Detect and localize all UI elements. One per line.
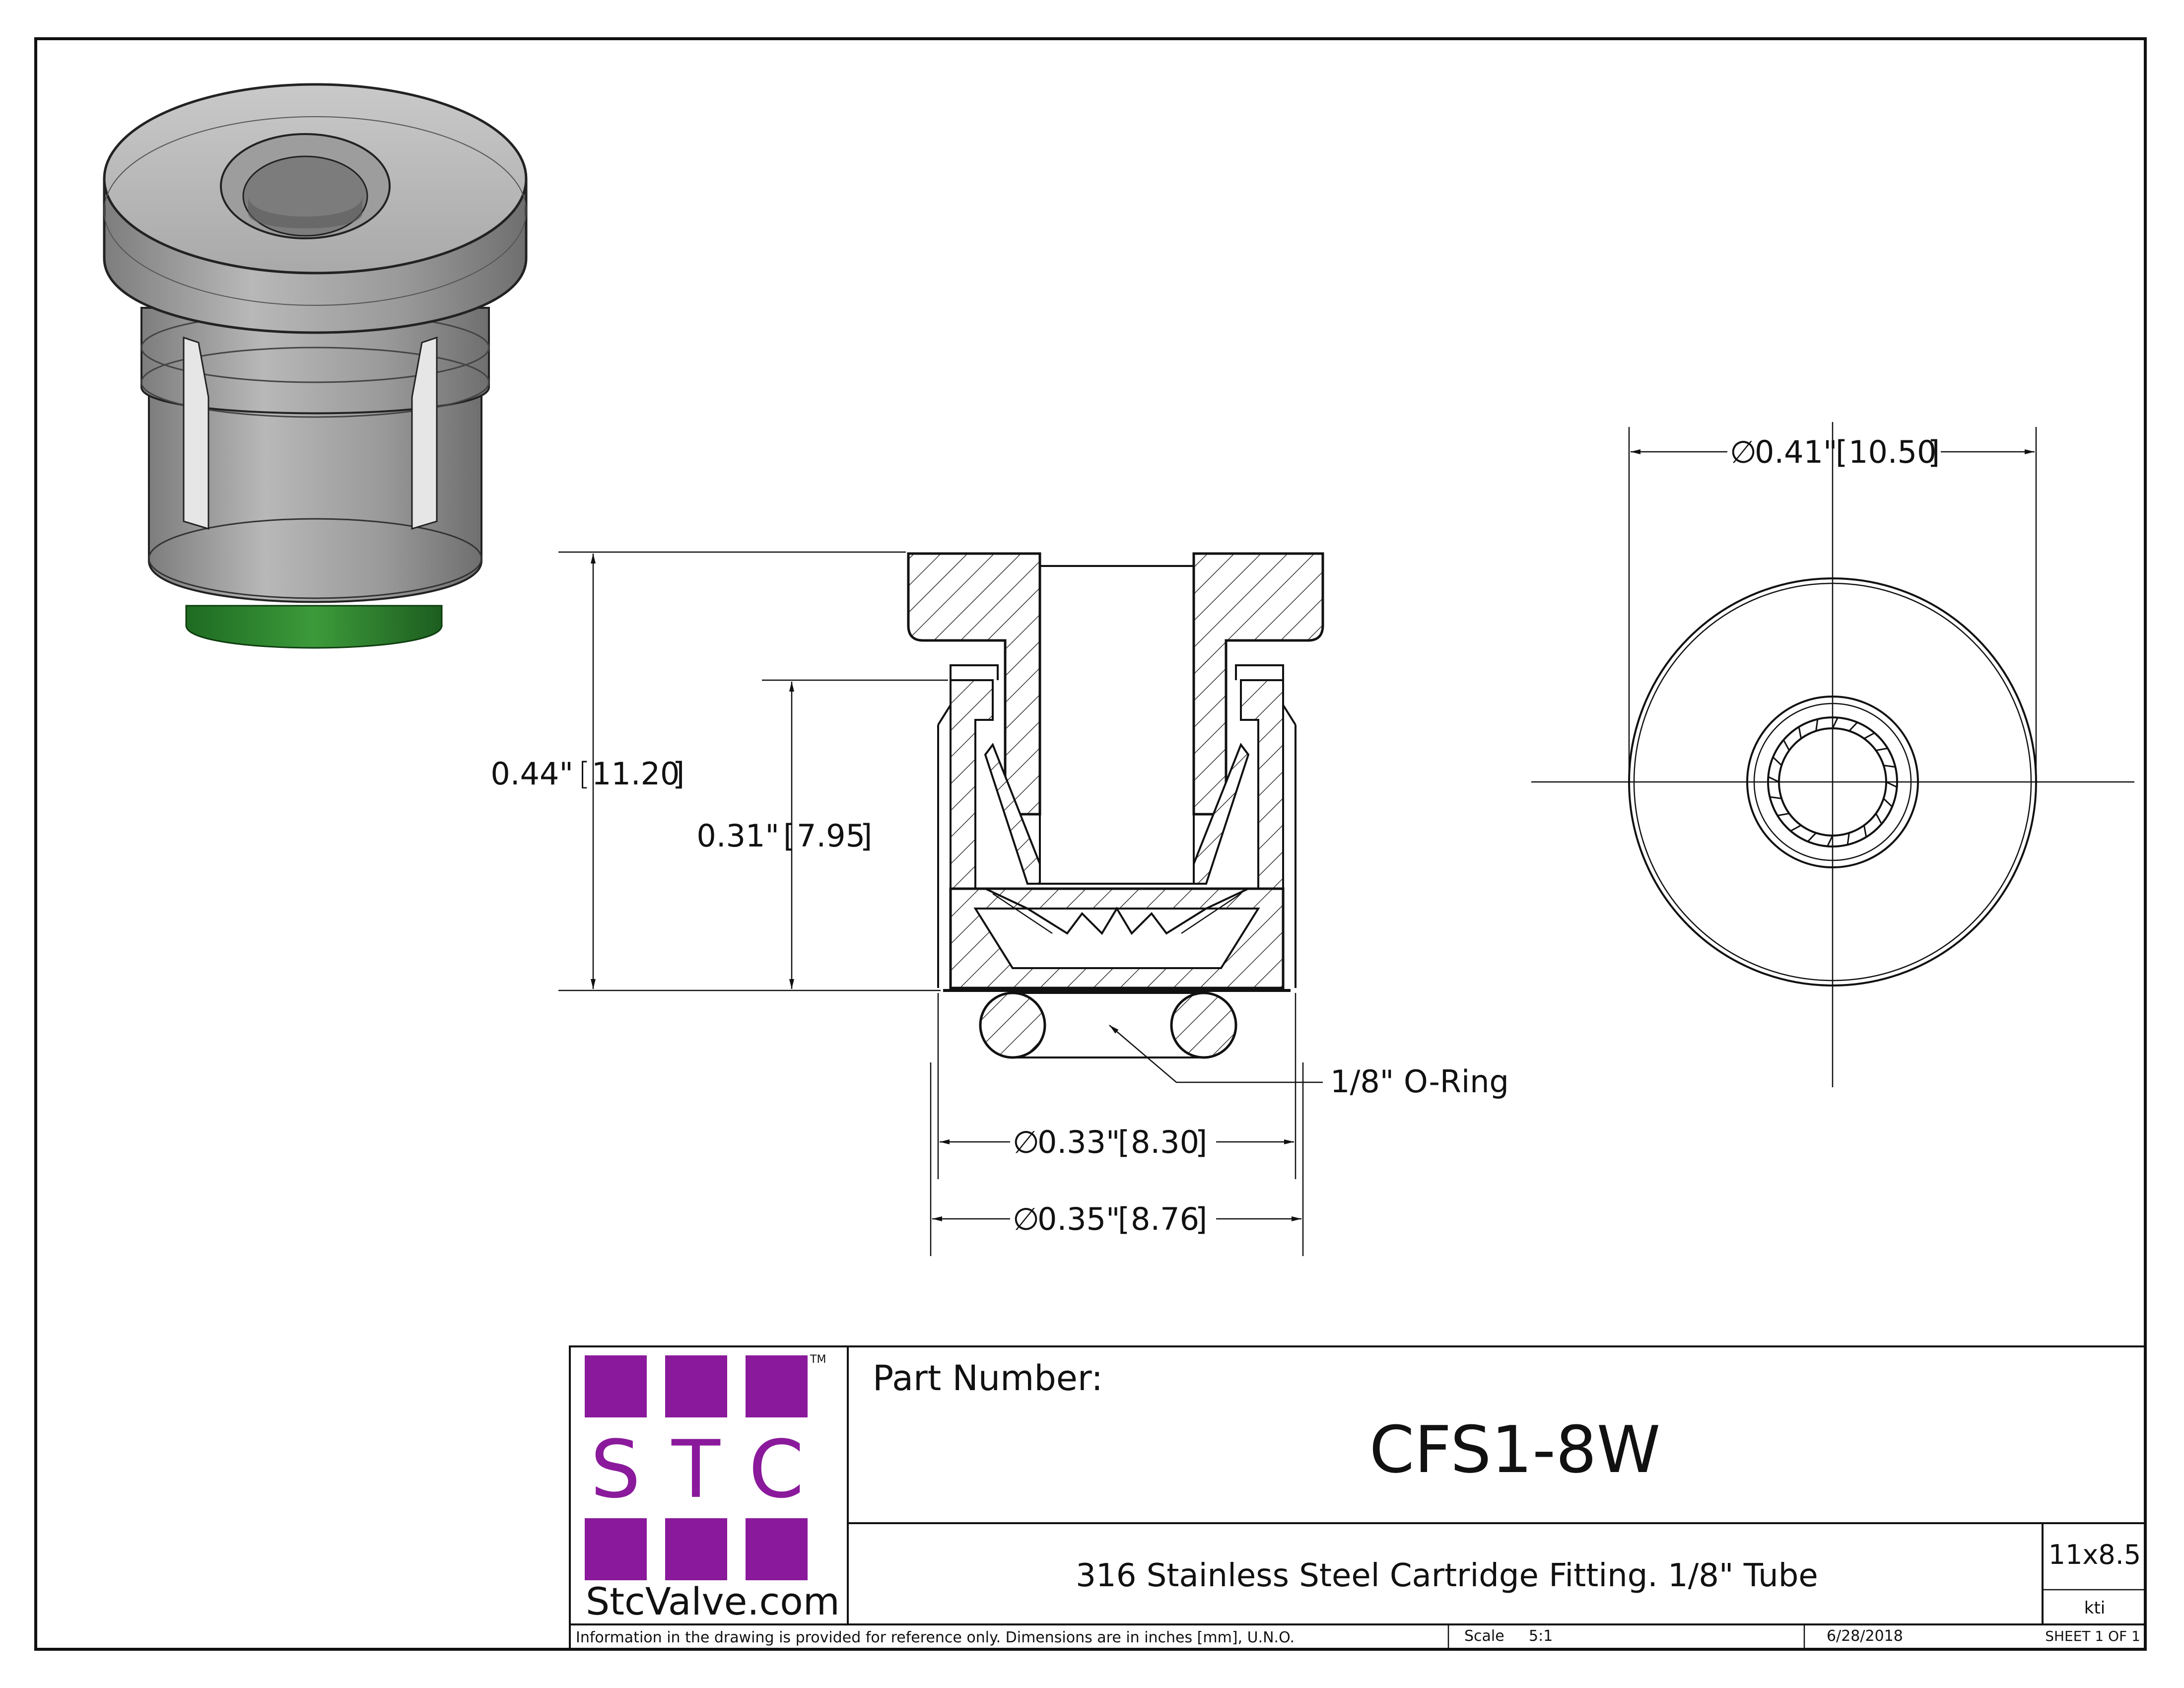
collet-tooth: [1815, 719, 1819, 731]
dim-bracket-open: [: [578, 756, 590, 792]
disclaimer: Information in the drawing is provided f…: [576, 1629, 1295, 1646]
isometric-view: [103, 83, 528, 649]
collet-tooth: [1827, 835, 1834, 847]
collet-tooth: [1807, 832, 1817, 843]
dim-body-height-inch: 0.31": [696, 818, 779, 854]
diameter-symbol: ∅: [1013, 1124, 1039, 1160]
dim-head-dia-mm: 10.50: [1848, 434, 1937, 470]
diameter-symbol: ∅: [1013, 1201, 1039, 1237]
collet-tooth: [1883, 765, 1896, 768]
dim-bracket-close: ]: [1928, 434, 1940, 470]
collet-tooth: [1846, 833, 1850, 845]
section-oring-left: [979, 991, 1046, 1059]
collet-tooth: [1875, 813, 1883, 825]
stc-logo: S T C TM StcValve.com: [585, 1353, 840, 1623]
dim-overall-height: 0.44" [ 11.20 ]: [490, 756, 684, 792]
collet-tooth: [1782, 739, 1790, 751]
part-number-label: Part Number:: [873, 1358, 1103, 1399]
collet-tooth: [1863, 825, 1867, 838]
dim-outer-dia-mm: 8.76: [1131, 1201, 1199, 1237]
collet-tooth: [1798, 726, 1802, 739]
collet-tooth: [1790, 825, 1802, 832]
end-view-teeth: [1768, 717, 1898, 847]
dim-bracket-open: [: [1118, 1201, 1130, 1237]
collet-tooth: [1876, 747, 1888, 751]
dim-inner-dia-inch: 0.33": [1037, 1124, 1120, 1160]
dim-outer-dia: ∅ 0.35" [ 8.76 ]: [1013, 1201, 1207, 1237]
part-description: 316 Stainless Steel Cartridge Fitting. 1…: [1076, 1557, 1818, 1594]
dim-overall-height-inch: 0.44": [490, 756, 573, 792]
end-view-outer-circle: [1628, 577, 2037, 986]
dim-head-dia-inch: 0.41": [1755, 434, 1838, 470]
dim-overall-height-mm: 11.20: [592, 756, 680, 792]
collet-tooth: [1772, 756, 1782, 766]
collet-tooth: [1832, 717, 1839, 729]
dim-bracket-close: ]: [860, 818, 872, 854]
collet-tooth: [1863, 732, 1875, 739]
diameter-symbol: ∅: [1730, 434, 1757, 470]
logo-letter-s: S: [590, 1423, 641, 1516]
dim-outer-dia-inch: 0.35": [1037, 1201, 1120, 1237]
logo-letter-c: C: [749, 1423, 804, 1516]
section-oring-right: [1170, 991, 1237, 1059]
dim-bracket-open: [: [783, 818, 795, 854]
callout-oring: 1/8" O-Ring: [1330, 1063, 1509, 1100]
section-view: 0.44" [ 11.20 ] 0.31" [ 7.95 ] ∅ 0.33" […: [490, 551, 1509, 1256]
logo-letter-t: T: [671, 1423, 721, 1516]
end-view: ∅ 0.41" [ 10.50 ]: [1531, 422, 2134, 1087]
part-number: CFS1-8W: [1369, 1412, 1661, 1487]
section-head-right: [1192, 552, 1324, 816]
logo-trademark: TM: [810, 1353, 826, 1366]
dim-bracket-close: ]: [1195, 1124, 1207, 1160]
drawn-by: kti: [2084, 1598, 2105, 1618]
title-block: S T C TM StcValve.com Part Number: CFS1-…: [569, 1345, 2146, 1650]
sheet-number: SHEET 1 OF 1: [2045, 1628, 2140, 1644]
dim-body-height-mm: 7.95: [797, 818, 865, 854]
dim-inner-dia: ∅ 0.33" [ 8.30 ]: [1013, 1124, 1207, 1160]
dim-inner-dia-mm: 8.30: [1131, 1124, 1199, 1160]
scale-label: Scale: [1464, 1627, 1504, 1645]
dim-bracket-open: [: [1118, 1124, 1130, 1160]
dim-bracket-close: ]: [673, 756, 684, 792]
oring-leader: [1109, 1025, 1323, 1083]
collet-tooth: [1777, 813, 1789, 817]
dim-bracket-open: [: [1836, 434, 1847, 470]
scale-value: 5:1: [1529, 1627, 1553, 1645]
dim-bracket-close: ]: [1195, 1201, 1207, 1237]
drawing-date: 6/28/2018: [1827, 1627, 1903, 1645]
collet-tooth: [1770, 796, 1782, 799]
dim-body-height: 0.31" [ 7.95 ]: [696, 818, 872, 854]
collet-tooth: [1768, 776, 1779, 783]
logo-website: StcValve.com: [586, 1579, 840, 1623]
sheet-size: 11x8.5: [2048, 1539, 2141, 1570]
collet-tooth: [1848, 721, 1858, 732]
dim-head-dia: ∅ 0.41" [ 10.50 ]: [1730, 434, 1940, 470]
collet-tooth: [1883, 798, 1893, 808]
collet-tooth: [1886, 781, 1898, 788]
